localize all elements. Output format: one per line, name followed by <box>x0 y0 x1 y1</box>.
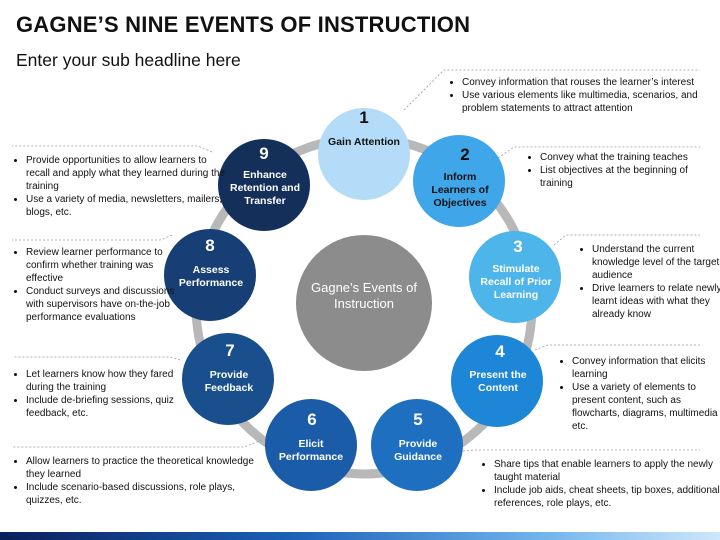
leader-line-9 <box>12 145 213 153</box>
center-circle <box>296 235 432 371</box>
notes-event-4: Convey information that elicits learning… <box>556 355 720 433</box>
note-7-1: Let learners know how they fared during … <box>26 368 202 394</box>
note-9-1: Provide opportunities to allow learners … <box>26 154 226 193</box>
note-9-2: Use a variety of media, newsletters, mai… <box>26 193 226 219</box>
note-4-2: Use a variety of elements to present con… <box>572 381 720 433</box>
event-label-2: Inform Learners of Objectives <box>431 171 489 209</box>
event-label-7: Provide Feedback <box>204 369 254 394</box>
leader-lines <box>12 69 700 453</box>
event-number-1: 1 <box>359 108 369 127</box>
event-number-9: 9 <box>259 144 269 163</box>
bottom-accent-bar <box>0 532 720 540</box>
event-number-8: 8 <box>205 236 215 255</box>
note-7-2: Include de-briefing sessions, quiz feedb… <box>26 394 202 420</box>
note-3-2: Drive learners to relate newly learnt id… <box>592 282 720 321</box>
note-5-2: Include job aids, cheat sheets, tip boxe… <box>494 484 720 510</box>
leader-line-1 <box>403 69 700 111</box>
event-circle-5 <box>371 399 463 491</box>
page-subtitle: Enter your sub headline here <box>16 50 241 70</box>
event-number-5: 5 <box>413 410 423 429</box>
notes-event-1: Convey information that rouses the learn… <box>446 76 712 115</box>
event-circle-2 <box>413 135 505 227</box>
center-label: Gagne’s Events of Instruction <box>311 280 417 311</box>
event-label-6: Elicit Performance <box>278 438 344 463</box>
leader-line-4 <box>534 344 700 351</box>
note-2-1: Convey what the training teaches <box>540 151 720 164</box>
event-number-7: 7 <box>225 341 235 360</box>
note-6-1: Allow learners to practice the theoretic… <box>26 455 256 481</box>
event-circle-8 <box>164 229 256 321</box>
event-label-5: Provide Guidance <box>394 438 442 463</box>
leader-line-6 <box>12 439 263 448</box>
note-1-1: Convey information that rouses the learn… <box>462 76 712 89</box>
note-4-1: Convey information that elicits learning <box>572 355 720 381</box>
note-8-1: Review learner performance to confirm wh… <box>26 246 188 285</box>
note-3-1: Understand the current knowledge level o… <box>592 243 720 282</box>
note-5-1: Share tips that enable learners to apply… <box>494 458 720 484</box>
event-label-8: Assess Performance <box>178 264 244 289</box>
note-8-2: Conduct surveys and discussions with sup… <box>26 285 188 324</box>
leader-line-5 <box>454 449 700 453</box>
note-2-2: List objectives at the beginning of trai… <box>540 164 720 190</box>
event-circle-6 <box>265 399 357 491</box>
notes-event-3: Understand the current knowledge level o… <box>576 243 720 321</box>
notes-event-2: Convey what the training teaches List ob… <box>524 151 720 190</box>
event-number-2: 2 <box>460 145 470 164</box>
notes-event-7: Let learners know how they fared during … <box>10 368 202 420</box>
event-circle-1 <box>318 108 410 200</box>
leader-line-8 <box>12 234 173 241</box>
note-6-2: Include scenario-based discussions, role… <box>26 481 256 507</box>
event-label-1: Gain Attention <box>328 136 400 148</box>
event-number-6: 6 <box>307 410 317 429</box>
event-label-4: Present the Content <box>469 369 527 394</box>
leader-line-7 <box>12 356 181 361</box>
notes-event-6: Allow learners to practice the theoretic… <box>10 455 256 507</box>
event-circle-4 <box>451 335 543 427</box>
leader-line-3 <box>553 234 700 246</box>
event-label-9: Enhance Retention and Transfer <box>230 169 300 207</box>
event-label-3: Stimulate Recall of Prior Learning <box>480 263 552 301</box>
event-circle-3 <box>469 231 561 323</box>
notes-event-9: Provide opportunities to allow learners … <box>10 154 226 219</box>
event-number-3: 3 <box>513 237 523 256</box>
notes-event-8: Review learner performance to confirm wh… <box>10 246 188 324</box>
page-title: GAGNE’S NINE EVENTS OF INSTRUCTION <box>16 12 471 37</box>
event-circle-9 <box>218 139 310 231</box>
event-circle-7 <box>182 333 274 425</box>
notes-event-5: Share tips that enable learners to apply… <box>478 458 720 510</box>
note-1-2: Use various elements like multimedia, sc… <box>462 89 712 115</box>
event-number-4: 4 <box>495 342 505 361</box>
